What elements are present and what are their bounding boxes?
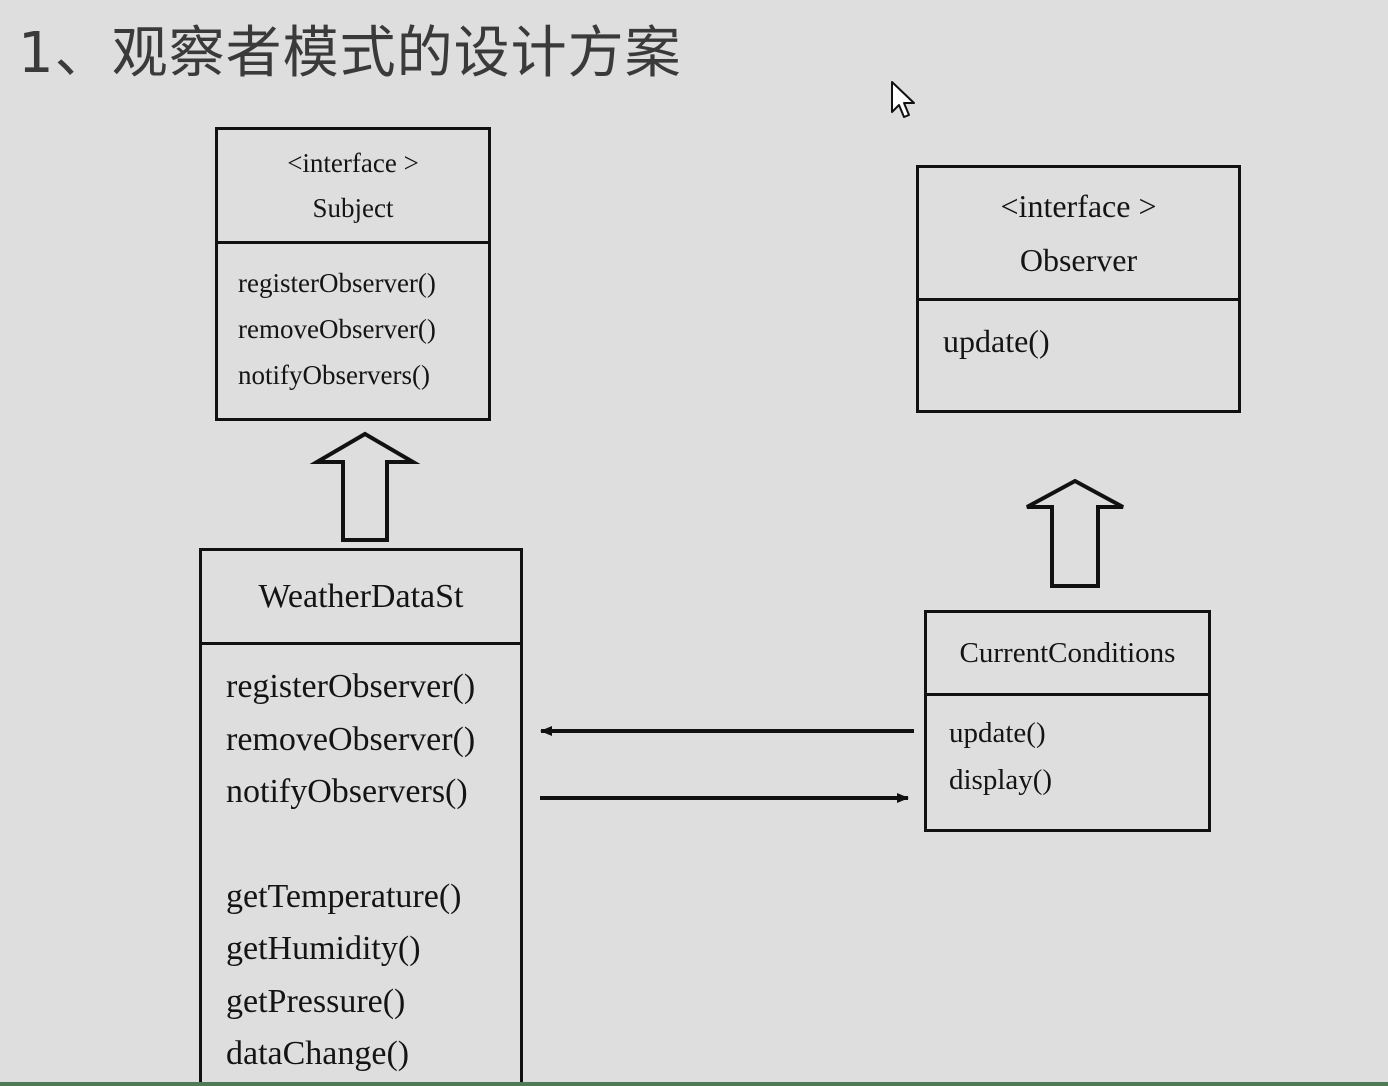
subject-method: removeObserver() (238, 314, 436, 344)
observer-interface-box: <interface > Observer update() (916, 165, 1241, 413)
observer-header: <interface > Observer (919, 168, 1238, 301)
weatherdata-getter: dataChange() (226, 1035, 410, 1072)
subject-stereotype: <interface > (287, 147, 419, 178)
bottom-edge-strip (0, 1082, 1388, 1086)
weatherdata-name: WeatherDataSt (258, 577, 464, 615)
currentconditions-class-box: CurrentConditions update() display() (924, 610, 1211, 832)
weatherdata-header: WeatherDataSt (202, 551, 520, 645)
implements-observer-arrow (1026, 478, 1124, 588)
mouse-cursor-icon (891, 81, 915, 118)
weatherdata-class-box: WeatherDataSt registerObserver() removeO… (199, 548, 523, 1086)
weatherdata-method: notifyObservers() (226, 773, 468, 810)
observer-stereotype: <interface > (1000, 188, 1157, 224)
subject-methods: registerObserver() removeObserver() noti… (218, 244, 488, 398)
weatherdata-getter: getPressure() (226, 982, 406, 1020)
subject-method: notifyObservers() (238, 360, 430, 390)
weatherdata-methods: registerObserver() removeObserver() noti… (202, 645, 520, 1081)
implements-subject-arrow (309, 431, 421, 542)
subject-interface-box: <interface > Subject registerObserver() … (215, 127, 491, 421)
subject-name: Subject (312, 192, 394, 223)
observer-method: update() (943, 323, 1050, 359)
weatherdata-getter: getTemperature() (226, 877, 462, 915)
weatherdata-method: registerObserver() (226, 668, 476, 705)
observer-name: Observer (1019, 242, 1138, 278)
currentconditions-methods: update() display() (927, 696, 1208, 804)
currentconditions-name: CurrentConditions (959, 636, 1176, 669)
slide-title: 1、观察者模式的设计方案 (18, 21, 682, 86)
weatherdata-getter: getHumidity() (226, 930, 421, 967)
currentconditions-header: CurrentConditions (927, 613, 1208, 696)
subject-method: registerObserver() (238, 268, 436, 298)
observer-methods: update() (919, 301, 1238, 363)
subject-header: <interface > Subject (218, 130, 488, 244)
currentconditions-method: update() (949, 717, 1046, 749)
weatherdata-method: removeObserver() (226, 720, 476, 758)
currentconditions-method: display() (949, 764, 1053, 796)
